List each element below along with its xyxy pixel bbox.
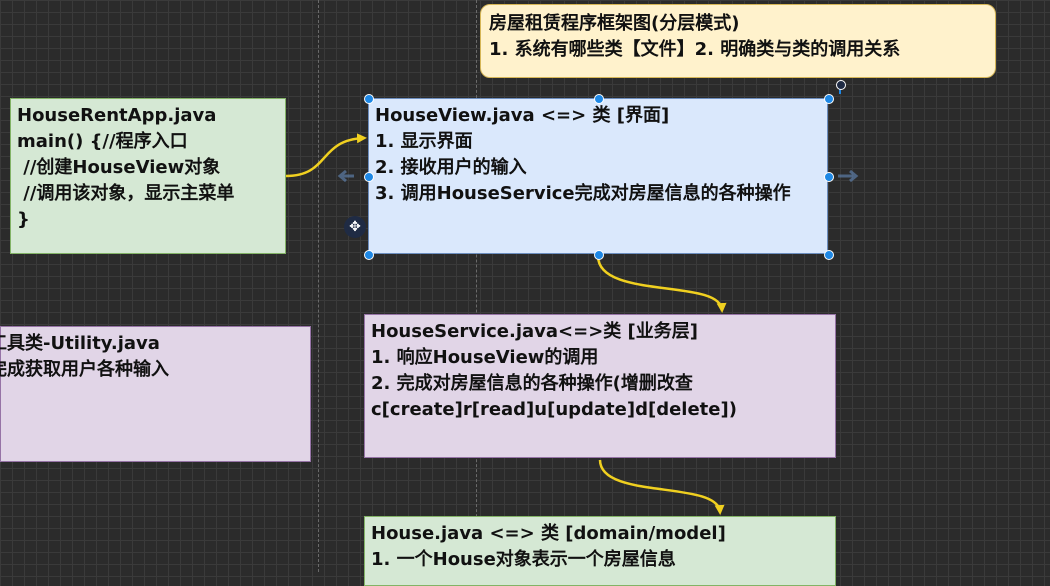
service-line-1: HouseService.java<=>类 [业务层] [371, 321, 698, 342]
hover-arrow-right[interactable] [838, 169, 859, 183]
title-line-1: 房屋租赁程序框架图(分层模式) [489, 13, 740, 34]
resize-handle-bm[interactable] [594, 250, 604, 260]
resize-handle-tr[interactable] [824, 94, 834, 104]
view-line-2: 1. 显示界面 [375, 131, 473, 152]
title-line-2: 1. 系统有哪些类【文件】2. 明确类与类的调用关系 [489, 39, 901, 60]
util-line-2: 完成获取用户各种输入 [0, 359, 169, 380]
resize-handle-mr[interactable] [824, 172, 834, 182]
service-line-4: c[create]r[read]u[update]d[delete]) [371, 399, 737, 420]
view-line-3: 2. 接收用户的输入 [375, 157, 527, 178]
app-line-1: HouseRentApp.java [17, 105, 217, 126]
house-rent-app-box[interactable]: HouseRentApp.java main() {//程序入口 //创建Hou… [10, 98, 286, 254]
resize-handle-bl[interactable] [364, 250, 374, 260]
hover-arrow-left[interactable] [337, 169, 354, 183]
resize-handle-br[interactable] [824, 250, 834, 260]
resize-handle-ml[interactable] [364, 172, 374, 182]
guide-line-right [476, 0, 477, 572]
guide-line-left [318, 0, 319, 572]
connectors [285, 84, 859, 515]
house-line-1: House.java <=> 类 [domain/model] [371, 523, 726, 544]
arrow-app-to-view[interactable] [285, 133, 367, 178]
app-line-2: main() {//程序入口 [17, 131, 188, 152]
arrow-view-to-service[interactable] [596, 255, 727, 313]
service-line-2: 1. 响应HouseView的调用 [371, 347, 599, 368]
move-icon[interactable]: ✥ [344, 216, 366, 238]
house-view-box[interactable]: HouseView.java <=> 类 [界面] 1. 显示界面 2. 接收用… [368, 98, 828, 254]
util-line-1: 工具类-Utility.java [0, 333, 160, 354]
rotate-handle[interactable] [836, 80, 846, 90]
arrow-service-to-house[interactable] [598, 459, 725, 515]
utility-box[interactable]: 工具类-Utility.java 完成获取用户各种输入 [0, 326, 311, 462]
title-box[interactable]: 房屋租赁程序框架图(分层模式) 1. 系统有哪些类【文件】2. 明确类与类的调用… [480, 4, 996, 78]
app-line-5: } [17, 209, 30, 230]
house-line-2: 1. 一个House对象表示一个房屋信息 [371, 549, 676, 570]
resize-handle-tm[interactable] [594, 94, 604, 104]
service-line-3: 2. 完成对房屋信息的各种操作(增删改查 [371, 373, 693, 394]
app-line-3: //创建HouseView对象 [17, 157, 221, 178]
view-line-4: 3. 调用HouseService完成对房屋信息的各种操作 [375, 183, 791, 204]
view-line-1: HouseView.java <=> 类 [界面] [375, 105, 670, 126]
resize-handle-tl[interactable] [364, 94, 374, 104]
app-line-4: //调用该对象，显示主菜单 [17, 183, 235, 204]
house-service-box[interactable]: HouseService.java<=>类 [业务层] 1. 响应HouseVi… [364, 314, 836, 458]
